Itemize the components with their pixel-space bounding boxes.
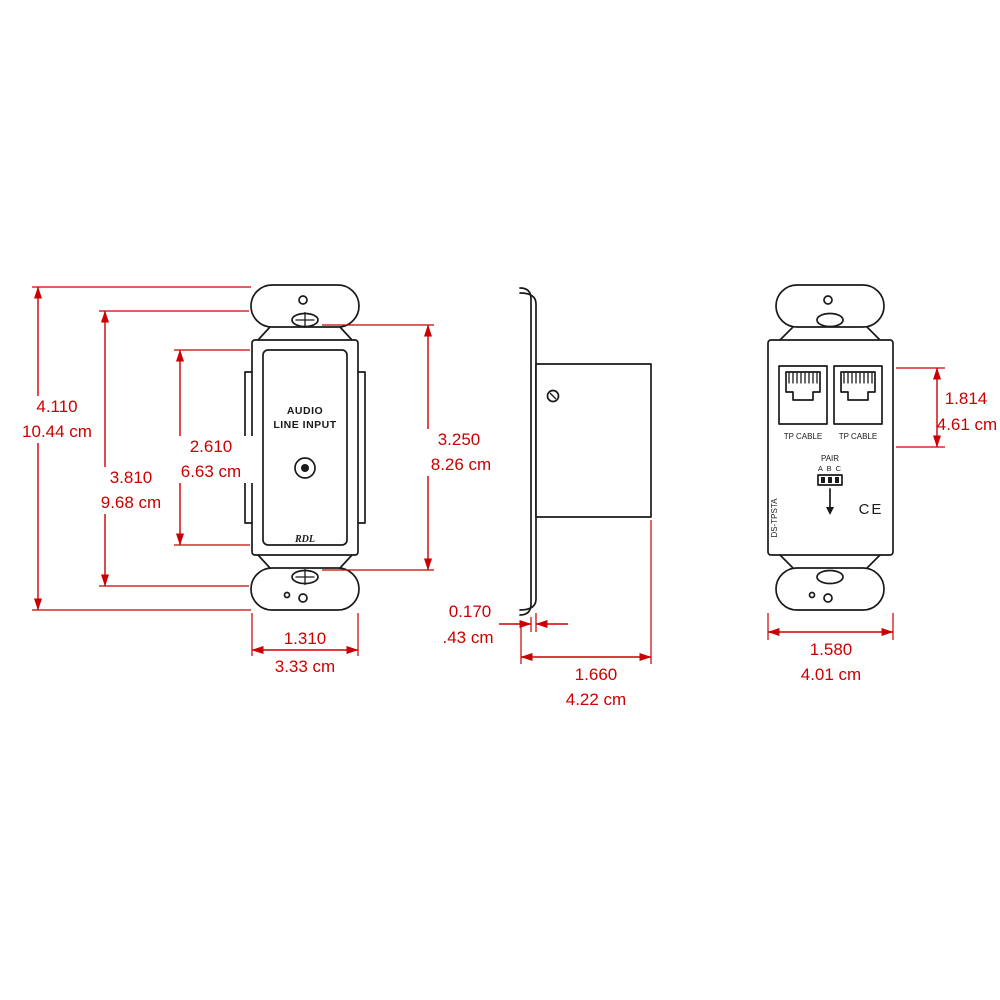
dim-insert-width-in: 1.310 [284,629,327,648]
rear-top-ear-transition [779,326,881,341]
rj45-jack-2-cavity [840,371,876,401]
dim-mounting-span-cm: 9.68 cm [101,493,161,512]
dim-jack-section-height-cm: 4.61 cm [937,415,997,434]
side-plate-inner [519,292,537,611]
dim-enclosure-depth-cm: 4.22 cm [566,690,626,709]
dim-mounting-span-in: 3.810 [110,468,153,487]
rear-top-ear-hole [823,295,833,305]
front-plate [251,339,359,556]
rear-bottom-ear-transition [779,554,881,569]
front-face-label-line2: LINE INPUT [273,419,336,431]
jack1-label: TP CABLE [784,432,823,441]
down-arrow-icon [826,507,834,515]
dip-switch-icon [817,474,843,486]
pair-options-label: A B C [818,464,842,473]
dim-body-width-cm: 4.01 cm [801,665,861,684]
dim-overall-height-cm: 10.44 cm [22,422,92,441]
front-bottom-ear-hole-small [283,591,291,599]
front-top-ear-transition [257,326,353,341]
model-label: DS-TPSTA [770,498,779,538]
side-screw-slot [549,392,557,400]
front-bottom-ear [250,567,360,611]
ce-mark: CE [859,501,884,518]
dim-plate-height: 3.250 8.26 cm [322,324,503,571]
front-face-label-line1: AUDIO [287,405,323,417]
dim-overall-height-in: 4.110 [36,397,77,416]
pair-label: PAIR [821,454,839,463]
brand-label: RDL [294,534,315,545]
rear-bottom-ear [775,567,885,611]
front-bottom-ear-hole [298,593,308,603]
front-view: AUDIO LINE INPUT RDL [244,284,366,611]
side-view [519,287,652,616]
rear-view: TP CABLE TP CABLE PAIR A B C DS-TPSTA CE [767,284,894,611]
dip-switch-pos-b [828,477,832,483]
front-top-ear-hole [298,295,308,305]
dim-plate-thickness: 0.170 .43 cm [442,602,568,647]
dim-enclosure-depth: 1.660 4.22 cm [520,520,652,709]
dim-insert-width: 1.310 3.33 cm [251,613,359,676]
dip-switch-pos-a [821,477,825,483]
dim-insert-height-cm: 6.63 cm [181,462,241,481]
front-insert [262,349,348,546]
rear-bottom-screw-slot [816,569,844,585]
dim-body-width-in: 1.580 [810,640,853,659]
side-screw-icon [546,389,560,403]
rear-bottom-ear-hole [823,593,833,603]
dim-plate-thickness-cm: .43 cm [442,628,493,647]
dip-switch-pos-c [835,477,839,483]
dim-insert-height-in: 2.610 [190,437,233,456]
front-top-screw-cross-icon [295,311,315,329]
dim-plate-height-in: 3.250 [438,430,481,449]
side-plate-outer [519,287,532,616]
jack2-label: TP CABLE [839,432,878,441]
dim-plate-height-cm: 8.26 cm [431,455,491,474]
dim-overall-height: 4.110 10.44 cm [16,286,251,611]
audio-jack-center [301,464,309,472]
audio-jack-icon [294,457,316,479]
dim-insert-width-cm: 3.33 cm [275,657,335,676]
dim-jack-section-height: 1.814 4.61 cm [896,367,997,448]
rear-top-screw-slot [816,312,844,328]
rj45-jack-2 [833,365,883,425]
side-enclosure [535,363,652,518]
rj45-jack-1 [778,365,828,425]
rj45-jack-1-pins [788,371,818,384]
dim-mounting-span: 3.810 9.68 cm [90,310,249,587]
front-bottom-screw-cross-icon [295,568,315,586]
dim-insert-height: 2.610 6.63 cm [173,349,253,546]
dim-body-width: 1.580 4.01 cm [767,613,894,684]
dim-jack-section-height-in: 1.814 [945,389,988,408]
dim-plate-thickness-in: 0.170 [449,602,492,621]
dim-enclosure-depth-in: 1.660 [575,665,618,684]
rj45-jack-1-cavity [785,371,821,401]
front-bottom-ear-transition [257,554,353,569]
rj45-jack-2-pins [843,371,873,384]
rear-body [767,339,894,556]
rear-bottom-ear-hole-small [808,591,816,599]
rj45-jack-1-outline [778,365,828,425]
rj45-jack-2-outline [833,365,883,425]
rear-top-ear [775,284,885,328]
